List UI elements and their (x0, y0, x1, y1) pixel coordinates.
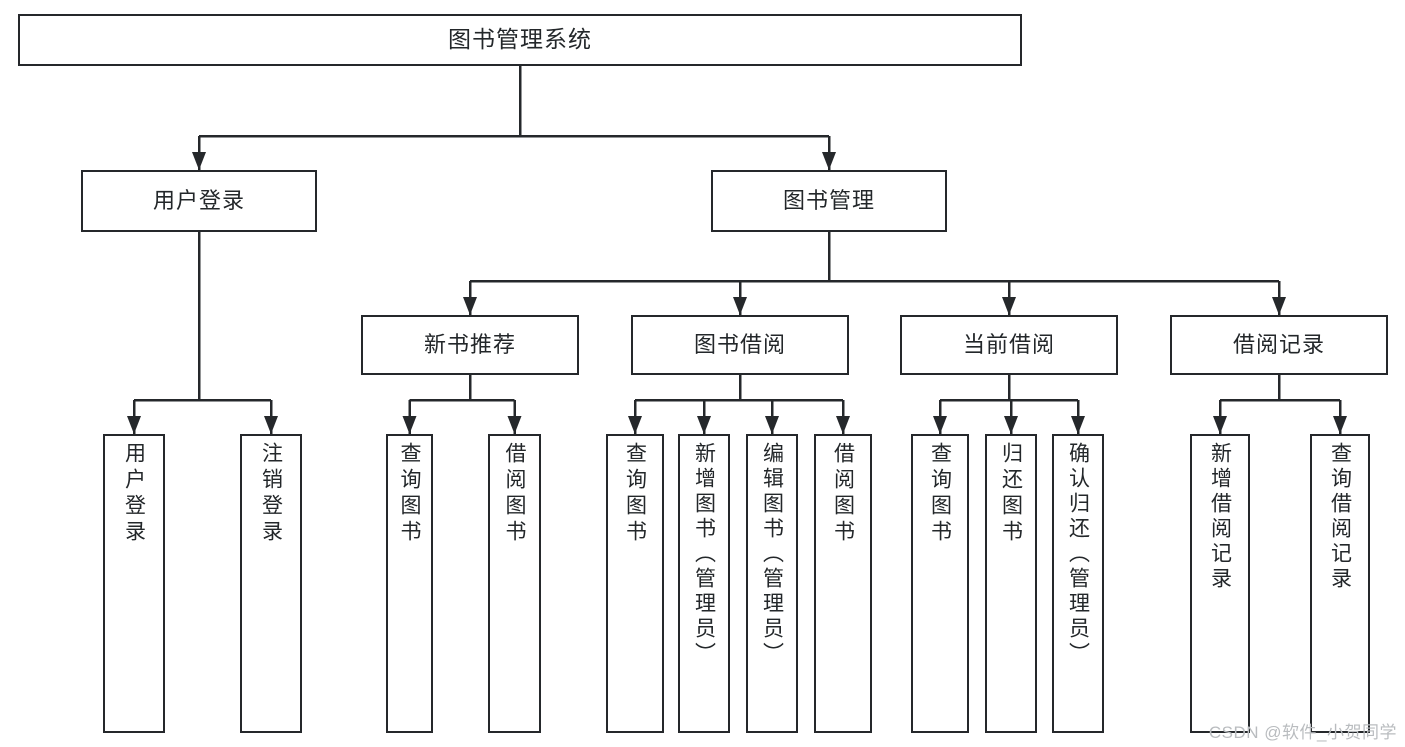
node-label: 用户登录 (152, 188, 245, 214)
node-label: 确认归还（管理员） (1066, 442, 1090, 667)
node-bookmgmt: 图书管理 (711, 170, 947, 232)
node-label: 当前借阅 (962, 332, 1055, 358)
node-label: 借阅图书 (503, 442, 526, 546)
node-leaf-user-login: 用户登录 (103, 434, 165, 733)
node-leaf-r-add: 新增借阅记录 (1190, 434, 1250, 733)
node-label: 新增借阅记录 (1208, 442, 1232, 592)
node-label: 查询图书 (398, 442, 421, 546)
node-label: 图书管理 (782, 188, 875, 214)
node-login: 用户登录 (81, 170, 317, 232)
node-leaf-new-query: 查询图书 (386, 434, 433, 733)
node-leaf-user-logout: 注销登录 (240, 434, 302, 733)
node-root: 图书管理系统 (18, 14, 1022, 66)
node-label: 查询图书 (928, 442, 952, 546)
node-label: 归还图书 (999, 442, 1023, 546)
node-leaf-c-confirm: 确认归还（管理员） (1052, 434, 1104, 733)
node-label: 查询借阅记录 (1328, 442, 1352, 592)
csdn-watermark: CSDN @软件_小贺同学 (1208, 723, 1397, 742)
node-borrow: 图书借阅 (631, 315, 849, 375)
node-leaf-r-query: 查询借阅记录 (1310, 434, 1370, 733)
node-records: 借阅记录 (1170, 315, 1388, 375)
node-label: 编辑图书（管理员） (760, 442, 784, 667)
node-current: 当前借阅 (900, 315, 1118, 375)
node-label: 借阅记录 (1232, 332, 1325, 358)
node-label: 图书管理系统 (448, 26, 592, 53)
node-leaf-b-add: 新增图书（管理员） (678, 434, 730, 733)
node-label: 新书推荐 (423, 332, 516, 358)
node-label: 图书借阅 (693, 332, 786, 358)
node-leaf-c-query: 查询图书 (911, 434, 969, 733)
node-label: 借阅图书 (831, 442, 855, 546)
node-leaf-c-return: 归还图书 (985, 434, 1037, 733)
node-leaf-new-borrow: 借阅图书 (488, 434, 541, 733)
node-label: 新增图书（管理员） (692, 442, 716, 667)
node-newbook: 新书推荐 (361, 315, 579, 375)
node-leaf-b-query: 查询图书 (606, 434, 664, 733)
node-label: 用户登录 (122, 442, 146, 546)
node-label: 查询图书 (623, 442, 647, 546)
node-leaf-b-edit: 编辑图书（管理员） (746, 434, 798, 733)
node-label: 注销登录 (259, 442, 283, 546)
node-leaf-b-borrow: 借阅图书 (814, 434, 872, 733)
